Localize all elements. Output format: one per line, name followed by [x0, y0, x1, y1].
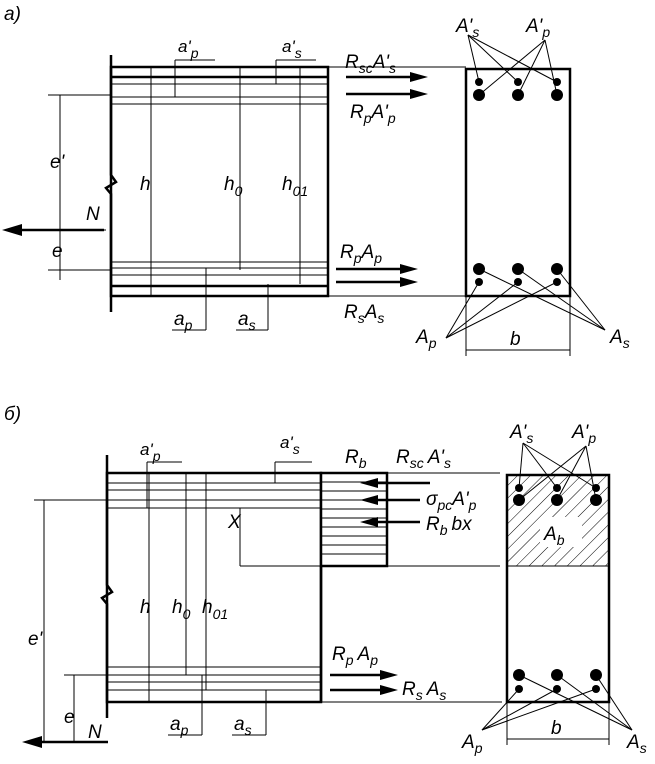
label-ap-b: ap [170, 714, 189, 738]
label-h-b: h [140, 597, 151, 618]
label-ap-section-b: Ap [461, 732, 483, 756]
label-ap-prime-a: a'p [178, 37, 199, 61]
label-x-b: X [227, 512, 242, 533]
label-h01-a: h01 [282, 174, 308, 199]
label-n-b: N [88, 722, 102, 743]
label-ap-prime-section-a: A'p [525, 16, 550, 40]
dimension-lines-b [34, 461, 502, 742]
label-e-prime-a: e' [50, 152, 66, 173]
label-as-b: as [234, 714, 252, 738]
diagram-b: б) [4, 404, 647, 756]
force-rp-ap-a: RpAp [340, 242, 382, 266]
label-as-prime-a: a's [282, 37, 302, 61]
label-e-prime-b: e' [28, 629, 44, 650]
label-h-a: h [140, 174, 151, 195]
dimension-lines-a [48, 59, 316, 331]
label-ap-prime-section-b: A'p [571, 422, 596, 446]
force-sigma-b: σpcA'p [426, 489, 477, 513]
label-as-prime-section-a: A's [455, 16, 479, 40]
label-rb-b: Rb [345, 447, 367, 471]
label-as-section-a: As [609, 327, 630, 351]
label-h01-b: h01 [202, 597, 228, 622]
label-ap-prime-b: a'p [140, 440, 161, 464]
beam-b [100, 455, 323, 718]
n-arrow-a [2, 224, 104, 236]
label-e-a: e [52, 241, 63, 262]
panel-label-a: а) [4, 4, 21, 25]
label-as-prime-section-b: A's [509, 422, 533, 446]
label-h0-a: h0 [224, 174, 243, 199]
label-e-b: e [64, 707, 75, 728]
label-h0-b: h0 [172, 597, 191, 622]
label-b-a: b [510, 329, 521, 350]
diagram-a: а) [2, 4, 630, 356]
label-ap-section-a: Ap [415, 327, 437, 351]
label-ap-a: ap [174, 309, 193, 333]
label-as-prime-b: a's [280, 433, 300, 457]
cross-section-a [445, 34, 606, 356]
label-ab-section-b: Ab [543, 524, 565, 548]
force-arrows-b-left [374, 481, 430, 524]
cross-section-b [481, 442, 633, 745]
force-rs-as-a: RsAs [344, 302, 384, 326]
label-n-a: N [86, 204, 100, 225]
force-arrows-b-right [330, 673, 382, 692]
force-rsc-as-a: RscA's [345, 52, 396, 76]
force-arrows-a [336, 75, 414, 284]
label-as-section-b: As [626, 732, 647, 756]
force-rp-ap-prime-a: RpA'p [350, 102, 396, 126]
label-b-b: b [551, 718, 562, 739]
label-as-a: as [238, 309, 256, 333]
beam-a [104, 55, 330, 312]
panel-label-b: б) [4, 404, 21, 425]
n-arrow-b [22, 736, 108, 748]
